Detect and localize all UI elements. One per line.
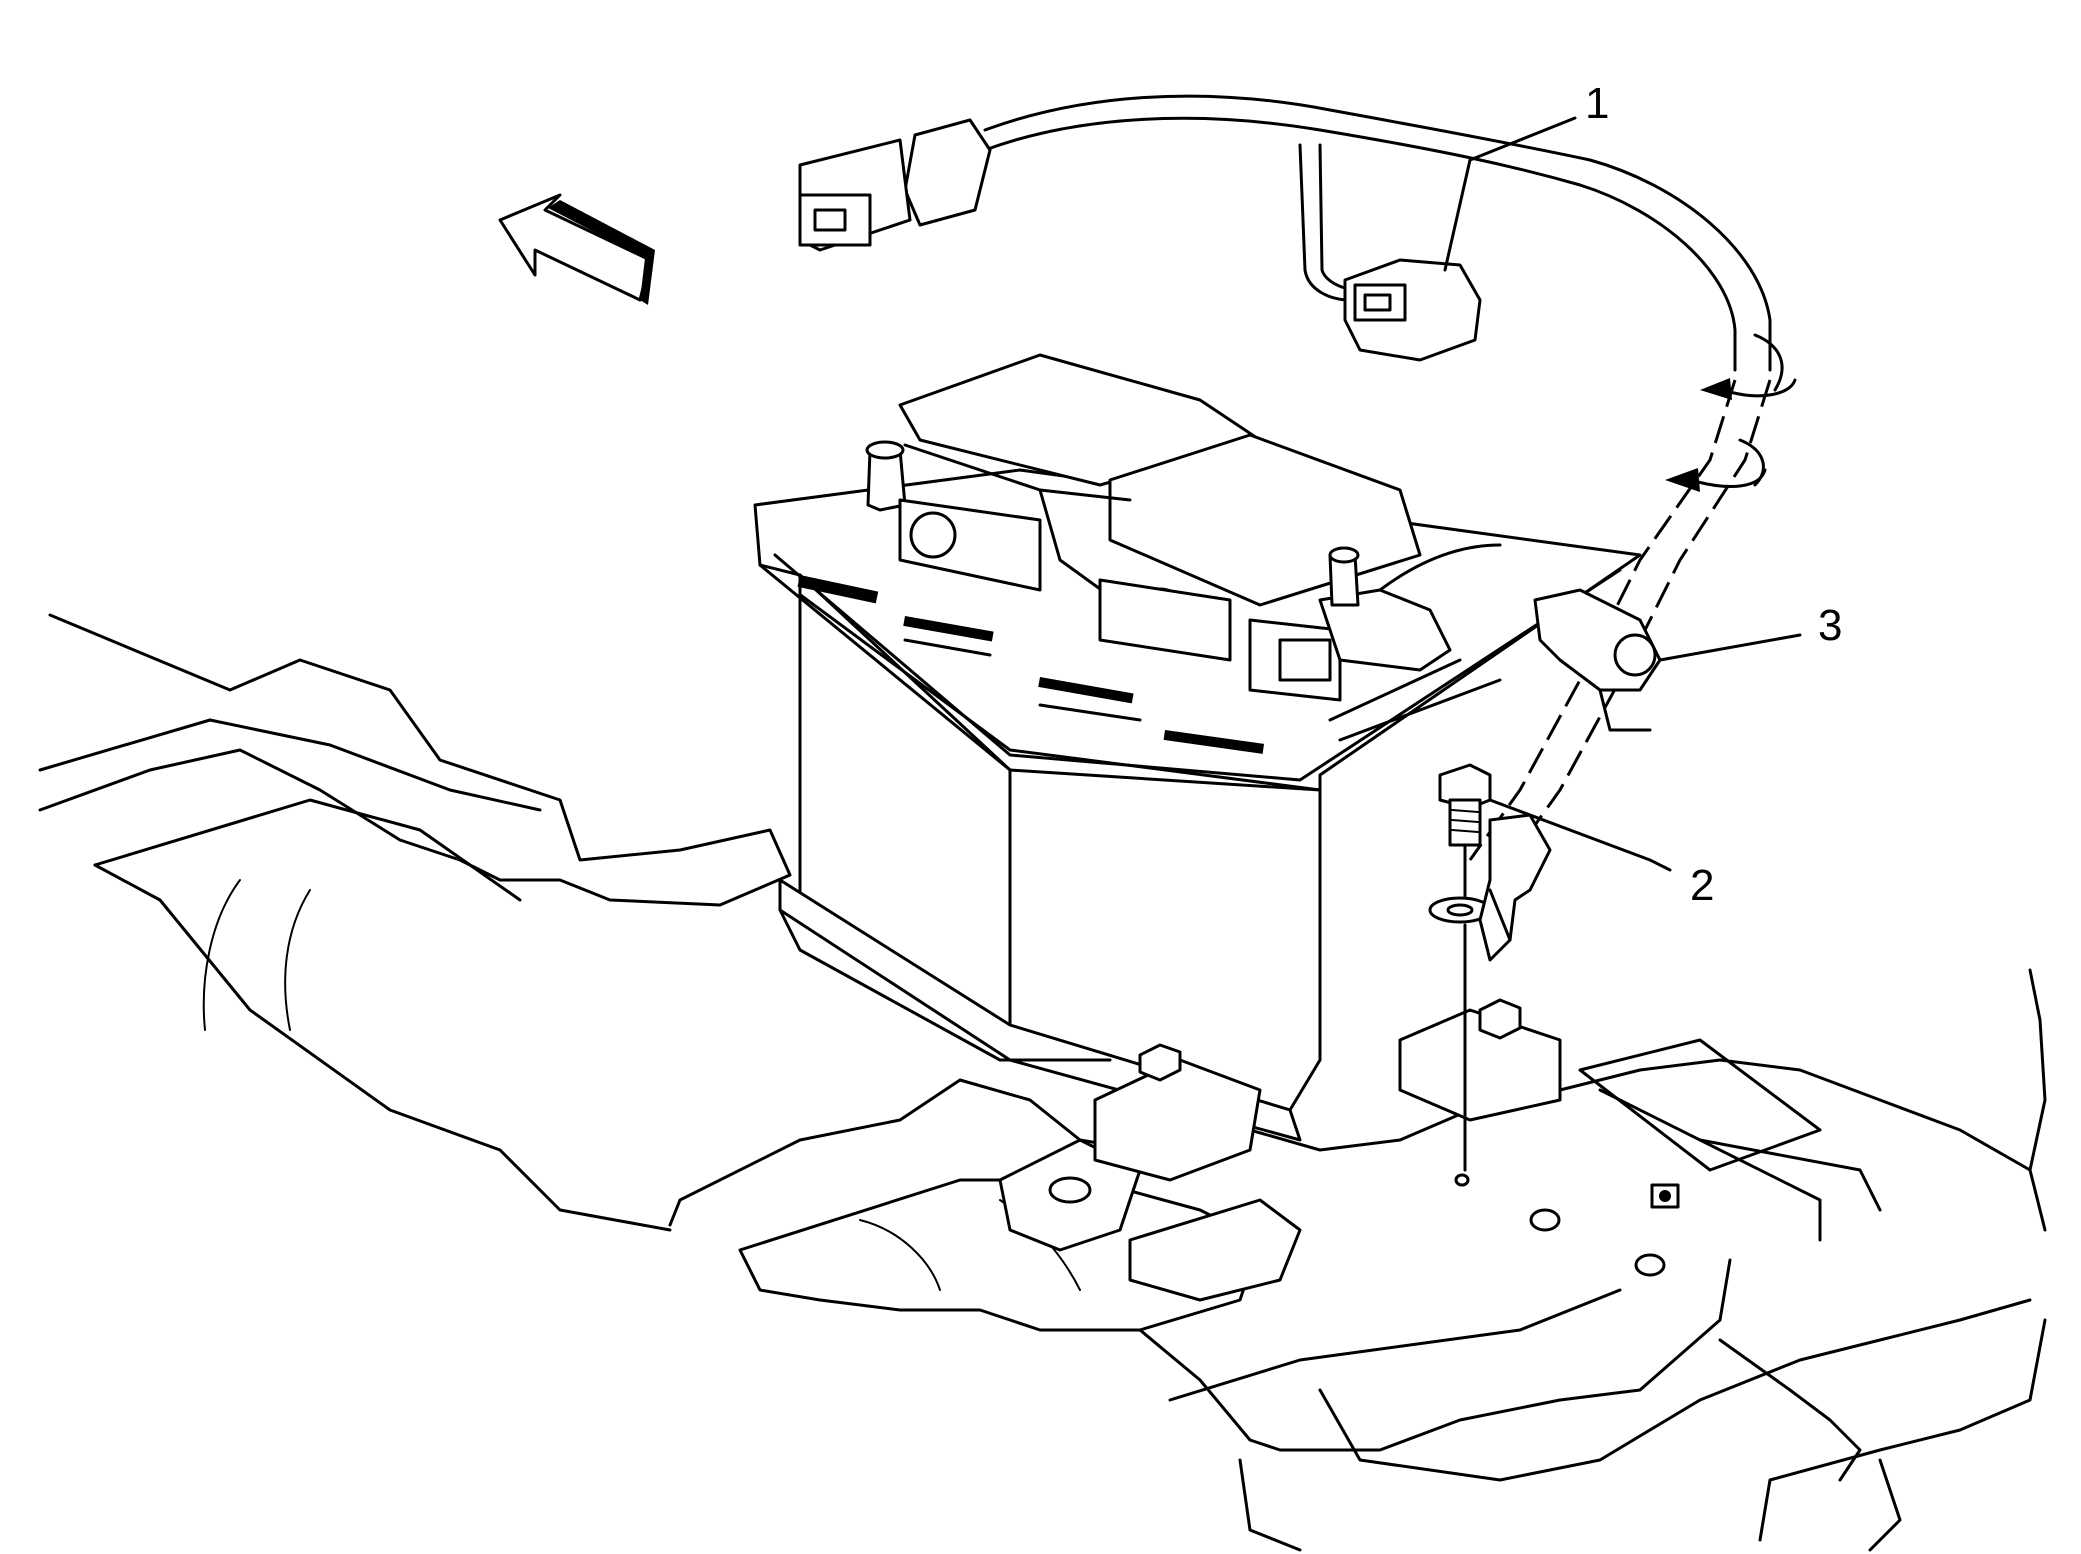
battery	[753, 353, 1642, 1182]
callout-3-label: 3	[1818, 601, 1842, 650]
direction-arrow-icon	[498, 193, 655, 305]
callout-1-label: 1	[1585, 79, 1609, 128]
vehicle-floor-panel	[38, 613, 2047, 1552]
harness-connector	[1343, 258, 1482, 362]
rotation-arrow-icon	[1665, 333, 1797, 492]
ground-clip	[1533, 588, 1662, 732]
harness-end-connector	[798, 118, 992, 252]
leader-lines	[1443, 116, 1802, 872]
hold-down-bolt	[1093, 998, 1562, 1182]
callout-2-label: 2	[1690, 861, 1714, 910]
